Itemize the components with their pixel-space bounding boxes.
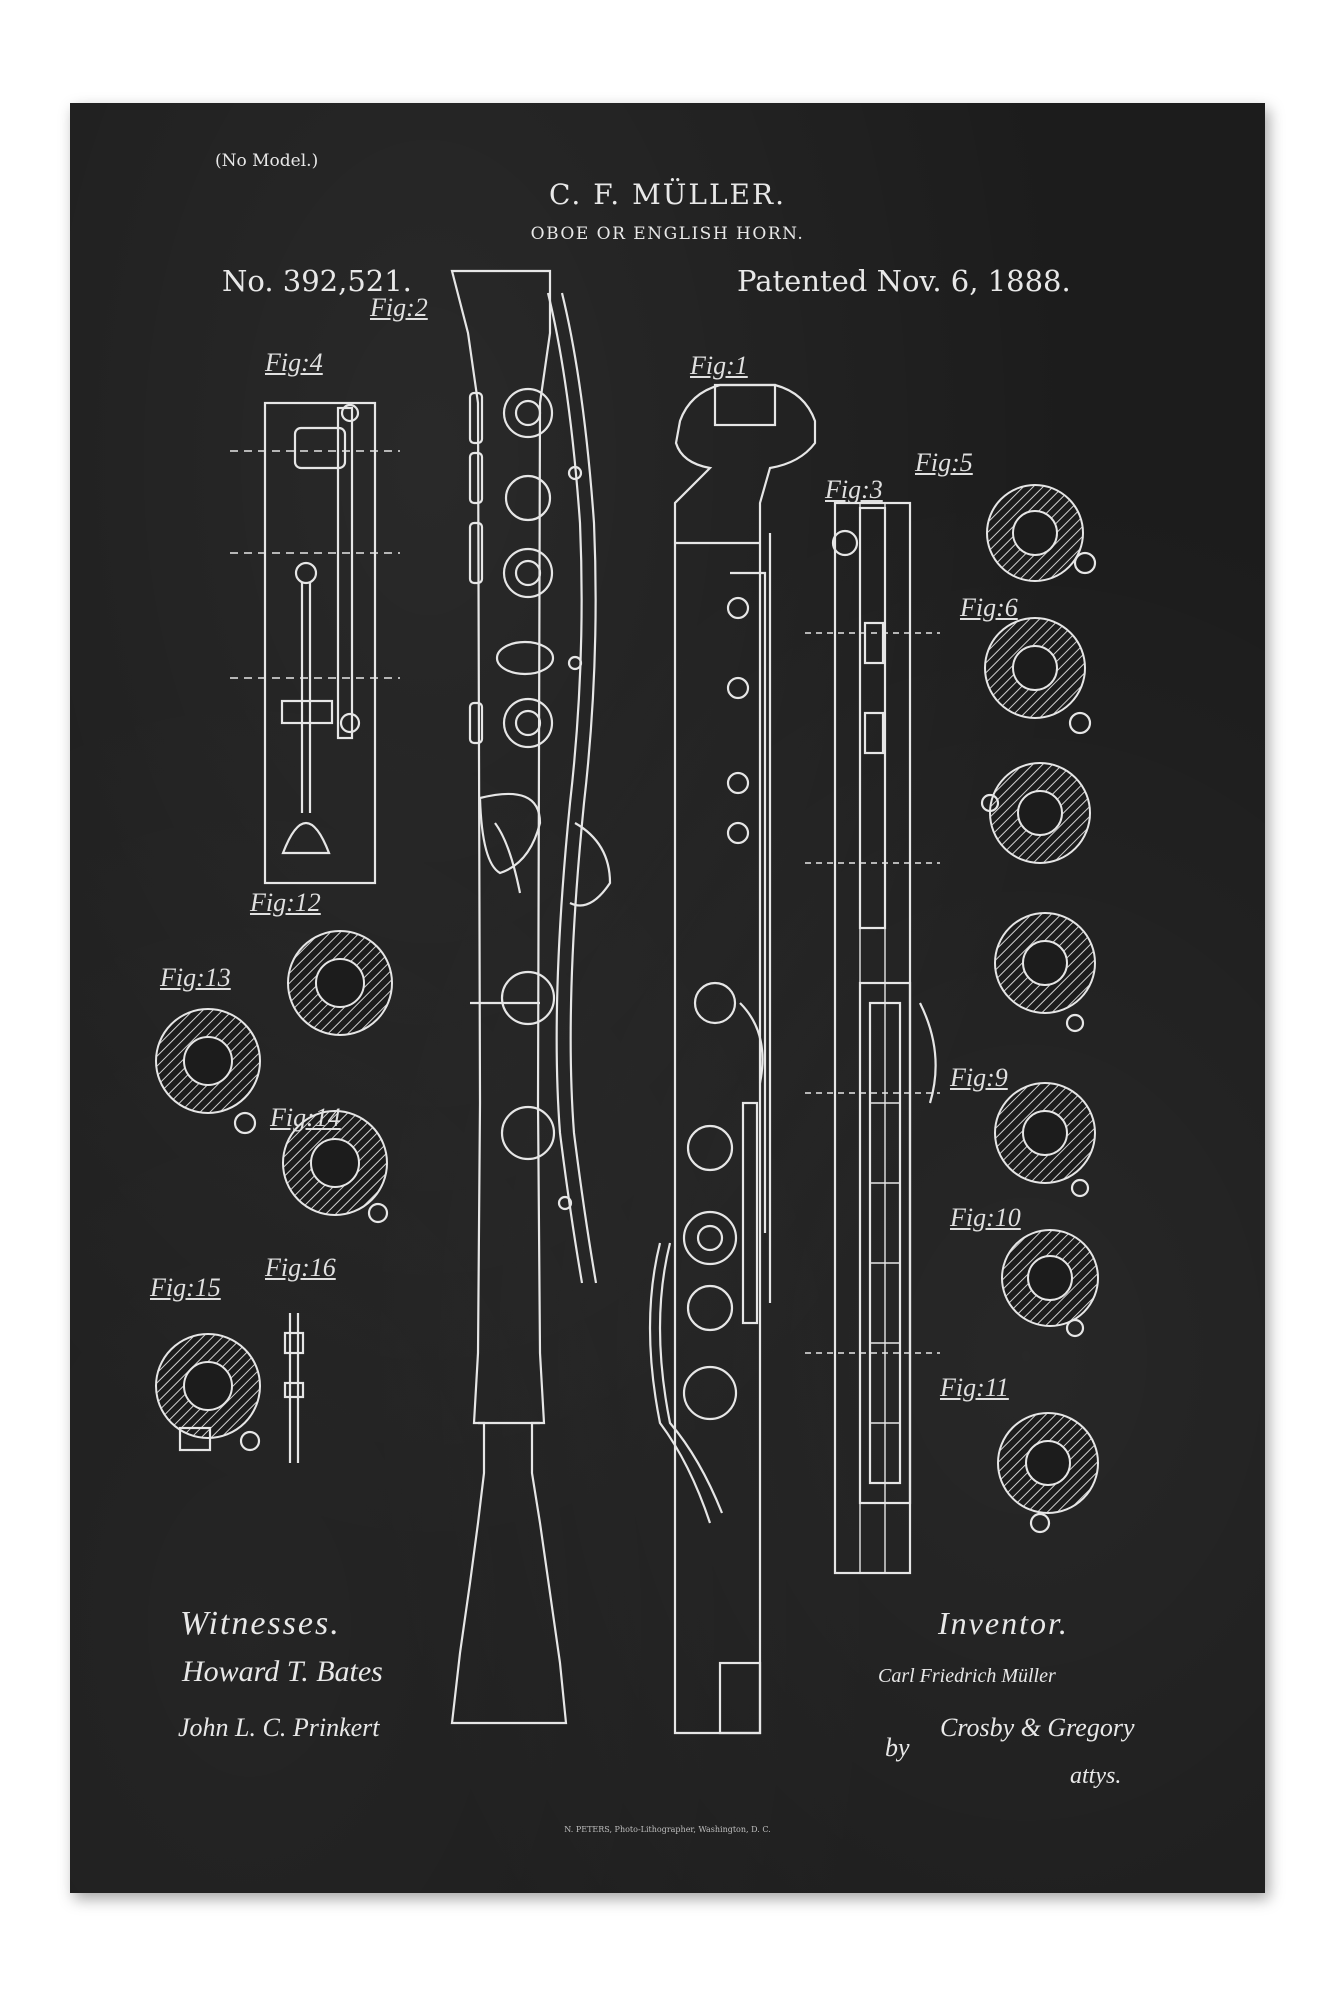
fig16-drawing: [283, 1313, 305, 1463]
fig10-label: Fig:10: [950, 1203, 1021, 1232]
no-model-note: (No Model.): [215, 151, 319, 171]
attorney-signature: Crosby & Gregory: [940, 1713, 1135, 1742]
fig2-drawing: [450, 269, 612, 1725]
fig1-label: Fig:1: [690, 351, 748, 380]
witness-2-signature: John L. C. Prinkert: [178, 1713, 380, 1742]
fig5-label: Fig:5: [915, 448, 973, 477]
inventor-signature: Carl Friedrich Müller: [878, 1665, 1056, 1687]
fig3-label: Fig:3: [825, 475, 883, 504]
witness-1-signature: Howard T. Bates: [182, 1655, 383, 1688]
fig12-label: Fig:12: [250, 888, 321, 917]
fig13-label: Fig:13: [160, 963, 231, 992]
engraver-credit: N. PETERS, Photo-Lithographer, Washingto…: [564, 1825, 771, 1834]
witnesses-label: Witnesses.: [180, 1605, 341, 1642]
attorney-suffix: attys.: [1070, 1763, 1122, 1789]
left-key-rings: [155, 930, 393, 1452]
fig6-label: Fig:6: [960, 593, 1018, 622]
fig1-drawing: [648, 383, 817, 1735]
patent-date: Patented Nov. 6, 1888.: [737, 264, 1071, 298]
fig16-label: Fig:16: [265, 1253, 336, 1282]
inventor-label: Inventor.: [938, 1605, 1069, 1641]
fig14-label: Fig:14: [270, 1103, 341, 1132]
patent-number: No. 392,521.: [222, 264, 412, 298]
fig15-label: Fig:15: [150, 1273, 221, 1302]
patent-subject: OBOE OR ENGLISH HORN.: [530, 224, 805, 244]
fig3-drawing: [805, 501, 940, 1575]
patent-drawing: [155, 269, 1099, 1735]
right-key-rings: [980, 484, 1099, 1534]
inventor-name-heading: C. F. MÜLLER.: [549, 178, 786, 211]
fig4-label: Fig:4: [265, 348, 323, 377]
attorney-by: by: [885, 1733, 910, 1762]
fig4-drawing: [230, 401, 400, 885]
fig11-label: Fig:11: [940, 1373, 1009, 1402]
patent-sheet: (No Model.) C. F. MÜLLER. OBOE OR ENGLIS…: [70, 103, 1265, 1893]
fig9-label: Fig:9: [950, 1063, 1008, 1092]
fig2-label: Fig:2: [370, 293, 428, 322]
